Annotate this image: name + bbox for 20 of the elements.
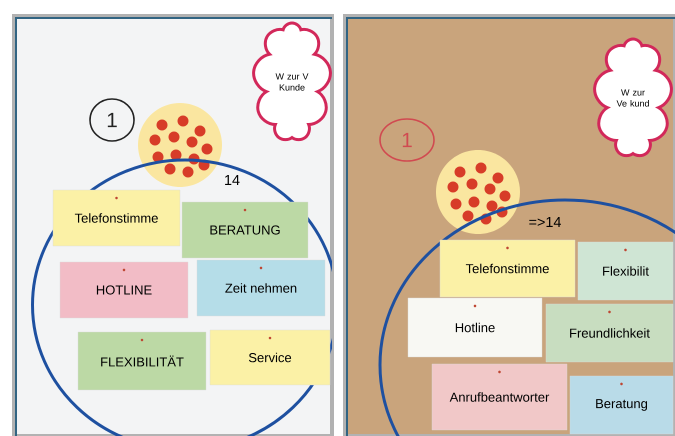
thought-cloud: W zur V Kunde <box>252 22 332 142</box>
circled-number: 1 <box>89 98 135 142</box>
count-label: =>14 <box>529 217 561 227</box>
sticky-note: Zeit nehmen <box>196 260 326 316</box>
circled-number: 1 <box>379 118 435 162</box>
thought-cloud: W zur Ve kund <box>593 38 673 158</box>
sticky-note: Telefonstimme <box>440 240 576 298</box>
sticky-note: Hotline <box>408 298 542 358</box>
count-label: 14 <box>225 175 240 185</box>
sticky-note: Telefonstimme <box>52 190 180 246</box>
sticky-note: Service <box>210 330 330 386</box>
sticky-note: BERATUNG <box>182 202 308 258</box>
sticky-note: Freundlichkeit <box>546 304 674 362</box>
dot-sticker-drawing <box>436 150 520 234</box>
sticky-note: Beratung <box>570 376 674 434</box>
sticky-note: Flexibilit <box>578 242 674 300</box>
sticky-note: Anrufbeantworter <box>432 364 568 430</box>
loop-outline <box>378 198 675 436</box>
sticky-note: HOTLINE <box>60 262 188 318</box>
sticky-note: FLEXIBILITÄT <box>78 332 206 390</box>
